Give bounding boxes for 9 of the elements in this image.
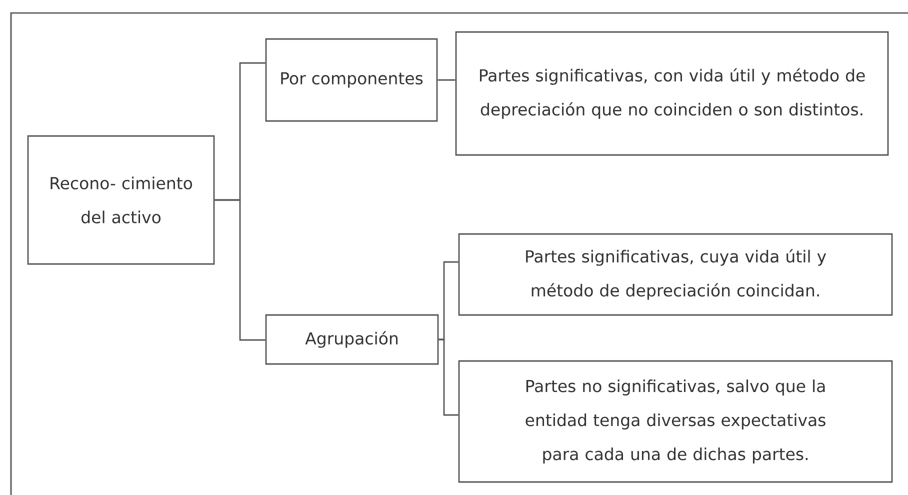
text-box: Agrupación <box>265 314 439 365</box>
text-box: Partes no significativas, salvo que la entidad tenga diversas expectativas para cada una de dichas partes. <box>458 360 893 483</box>
text-box: Recono- cimiento del activo <box>27 135 215 265</box>
text-box: Partes significativas, cuya vida útil y método de depreciación coincidan. <box>458 233 893 316</box>
text-box: Por componentes <box>265 38 438 122</box>
text-box: Partes significativas, con vida útil y método de depreciación que no coinciden o son distintos. <box>455 31 889 156</box>
connector <box>438 338 458 416</box>
connector <box>214 199 266 341</box>
connector <box>438 79 456 81</box>
